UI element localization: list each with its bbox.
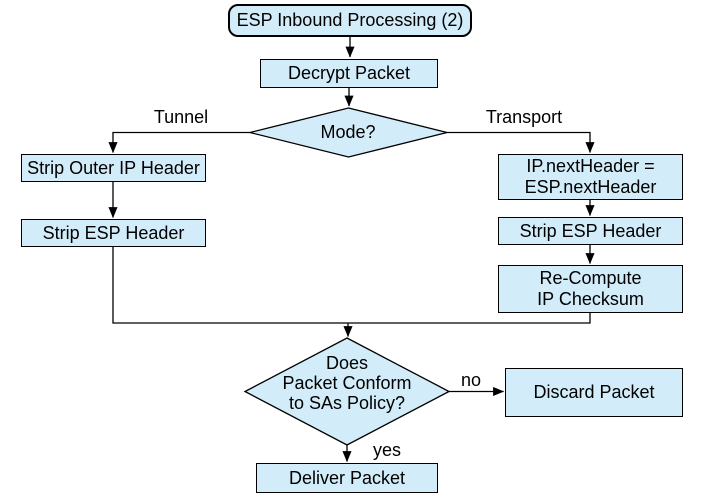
start-terminal: ESP Inbound Processing (2)	[228, 4, 472, 37]
policy-decision-diamond	[243, 337, 451, 446]
policy-decision-label: Does Packet Conform to SAs Policy?	[282, 353, 412, 413]
strip-esp-header-right-box: Strip ESP Header	[498, 217, 683, 245]
strip-outer-ip-header-box: Strip Outer IP Header	[21, 154, 206, 182]
tunnel-branch-label: Tunnel	[153, 107, 209, 127]
yes-branch-label: yes	[372, 440, 401, 460]
strip-esp-header-left-box: Strip ESP Header	[21, 219, 206, 247]
edge-merge-right	[348, 313, 591, 324]
mode-decision-diamond	[249, 107, 448, 158]
no-branch-label: no	[460, 370, 482, 390]
edge-mode-transport	[447, 131, 595, 154]
mode-decision-label: Mode?	[320, 122, 376, 142]
deliver-packet-box: Deliver Packet	[256, 463, 438, 493]
edge-mode-tunnel	[108, 131, 250, 154]
ip-nextheader-box: IP.nextHeader = ESP.nextHeader	[498, 154, 683, 200]
recompute-ip-checksum-box: Re-Compute IP Checksum	[498, 265, 683, 313]
transport-branch-label: Transport	[485, 107, 563, 127]
edge-merge-left	[112, 247, 348, 324]
decrypt-packet-box: Decrypt Packet	[260, 59, 438, 88]
discard-packet-box: Discard Packet	[505, 368, 683, 417]
